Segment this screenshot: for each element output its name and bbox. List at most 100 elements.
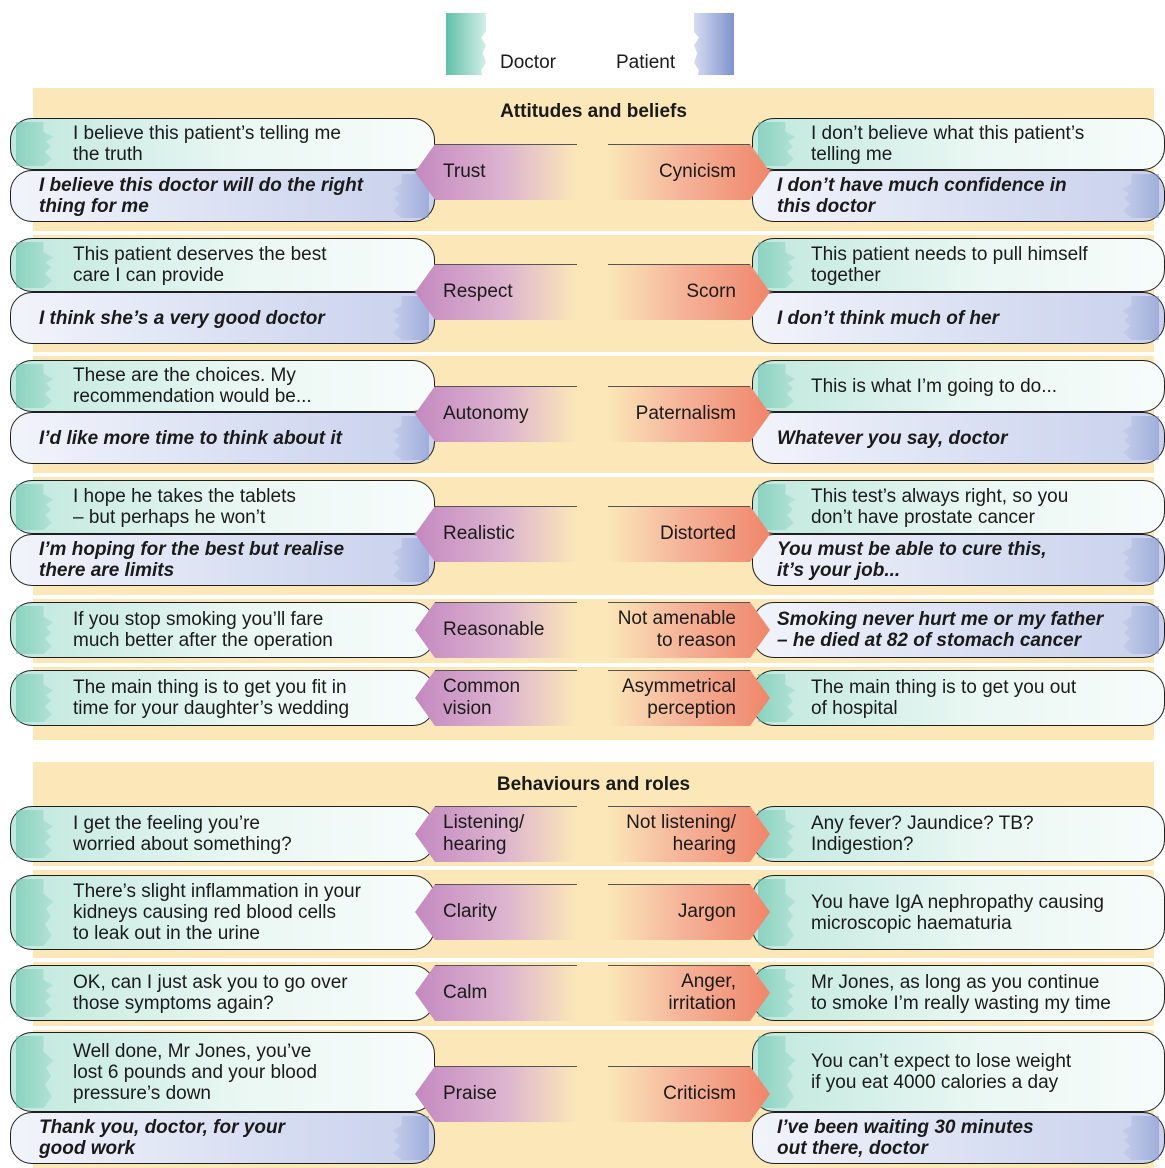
speech-line: telling me [811,144,893,165]
speech-line: of hospital [811,698,898,719]
tag-guide-line [608,1066,750,1067]
doctor-legend-label: Doctor [500,52,556,73]
positive-tag: Reasonable [415,602,577,658]
attitudes-title: Attitudes and beliefs [500,101,687,122]
speech-line: I’d like more time to think about it [39,427,342,449]
tag-guide-line [435,806,577,807]
tag-text-line: Jargon [677,901,736,922]
speech-line: out there, doctor [777,1138,928,1159]
speech-line: there are limits [39,560,175,581]
tag-text-line: Not amenable [617,608,736,629]
tag-text-line: to reason [656,630,736,651]
row-separator [33,595,1154,599]
speech-line: don’t have prostate cancer [811,507,1035,528]
positive-tag: Trust [415,144,577,200]
tag-guide-line [608,884,750,885]
speech-line: good work [39,1138,136,1159]
right-doctor-bubble: Any fever? Jaundice? TB?Indigestion? [752,806,1165,862]
tag-text-line: Reasonable [443,619,545,640]
tag-text-line: Respect [443,281,513,302]
speech-line: I get the feeling you’re [73,813,260,834]
speech-line: recommendation would be... [73,386,312,407]
positive-tag: Praise [415,1066,577,1122]
row-separator [33,1026,1154,1030]
speech-line: I don’t believe what this patient’s [811,123,1085,144]
speech-line: care I can provide [73,265,225,286]
tag-guide-line [435,1066,577,1067]
negative-tag: Criticism [608,1066,770,1122]
tag-text-line: Autonomy [443,403,529,424]
row-separator [33,663,1154,667]
speech-line: thing for me [39,196,149,217]
right-patient-bubble: Whatever you say, doctor [752,412,1165,464]
tag-guide-line [435,144,577,145]
tag-guide-line [608,386,750,387]
speech-line: I’ve been waiting 30 minutes [777,1117,1034,1138]
speech-line: I believe this patient’s telling me [73,123,341,144]
speech-line: This is what I’m going to do... [811,375,1058,397]
tag-guide-line [608,670,750,671]
speech-line: it’s your job... [777,560,901,581]
negative-tag: Jargon [608,884,770,940]
tag-text-line: hearing [443,834,507,855]
speech-line: to leak out in the urine [73,923,260,944]
speech-line: I believe this doctor will do the right [39,175,364,196]
positive-tag: Autonomy [415,386,577,442]
speech-line: I don’t have much confidence in [777,175,1067,196]
tag-text-line: hearing [672,834,736,855]
tag-text-line: Scorn [686,281,736,302]
speech-line: Indigestion? [811,834,914,855]
tag-text-line: Paternalism [635,403,736,424]
speech-line: I’m hoping for the best but realise [39,539,345,560]
behaviours-title: Behaviours and roles [496,774,691,795]
speech-line: These are the choices. My [73,365,296,386]
row-separator [33,958,1154,962]
tag-guide-line [435,506,577,507]
tag-text-line: Calm [443,982,488,1003]
positive-tag: Listening/hearing [415,806,577,862]
speech-line: Smoking never hurt me or my father [777,609,1104,630]
negative-tag: Not listening/hearing [608,806,770,862]
speech-line: Any fever? Jaundice? TB? [811,813,1034,834]
tag-text-line: Criticism [663,1083,736,1104]
speech-line: I think she’s a very good doctor [39,307,325,329]
tag-text-line: vision [443,698,492,719]
tag-text-line: Cynicism [658,161,736,182]
speech-line: Mr Jones, as long as you continue [811,972,1100,993]
tag-text-line: Not listening/ [626,812,736,833]
patient-legend-label: Patient [616,52,676,73]
speech-line: microscopic haematuria [811,912,1012,934]
speech-line: pressure’s down [73,1082,212,1104]
negative-tag: Scorn [608,264,770,320]
speech-line: You have IgA nephropathy causing [811,891,1104,913]
tag-text-line: Clarity [443,901,497,922]
negative-tag: Paternalism [608,386,770,442]
speech-line: Well done, Mr Jones, you’ve [73,1040,312,1062]
speech-line: time for your daughter’s wedding [73,698,350,719]
speech-line: You must be able to cure this, [777,539,1047,560]
doctor-legend-icon [446,13,486,75]
speech-line: lost 6 pounds and your blood [73,1061,318,1083]
positive-tag: Calm [415,965,577,1021]
speech-line: this doctor [777,196,876,217]
positive-tag: Clarity [415,884,577,940]
tag-text-line: Praise [443,1083,497,1104]
left-patient-bubble: I’d like more time to think about it [10,412,435,464]
tag-guide-line [608,144,750,145]
